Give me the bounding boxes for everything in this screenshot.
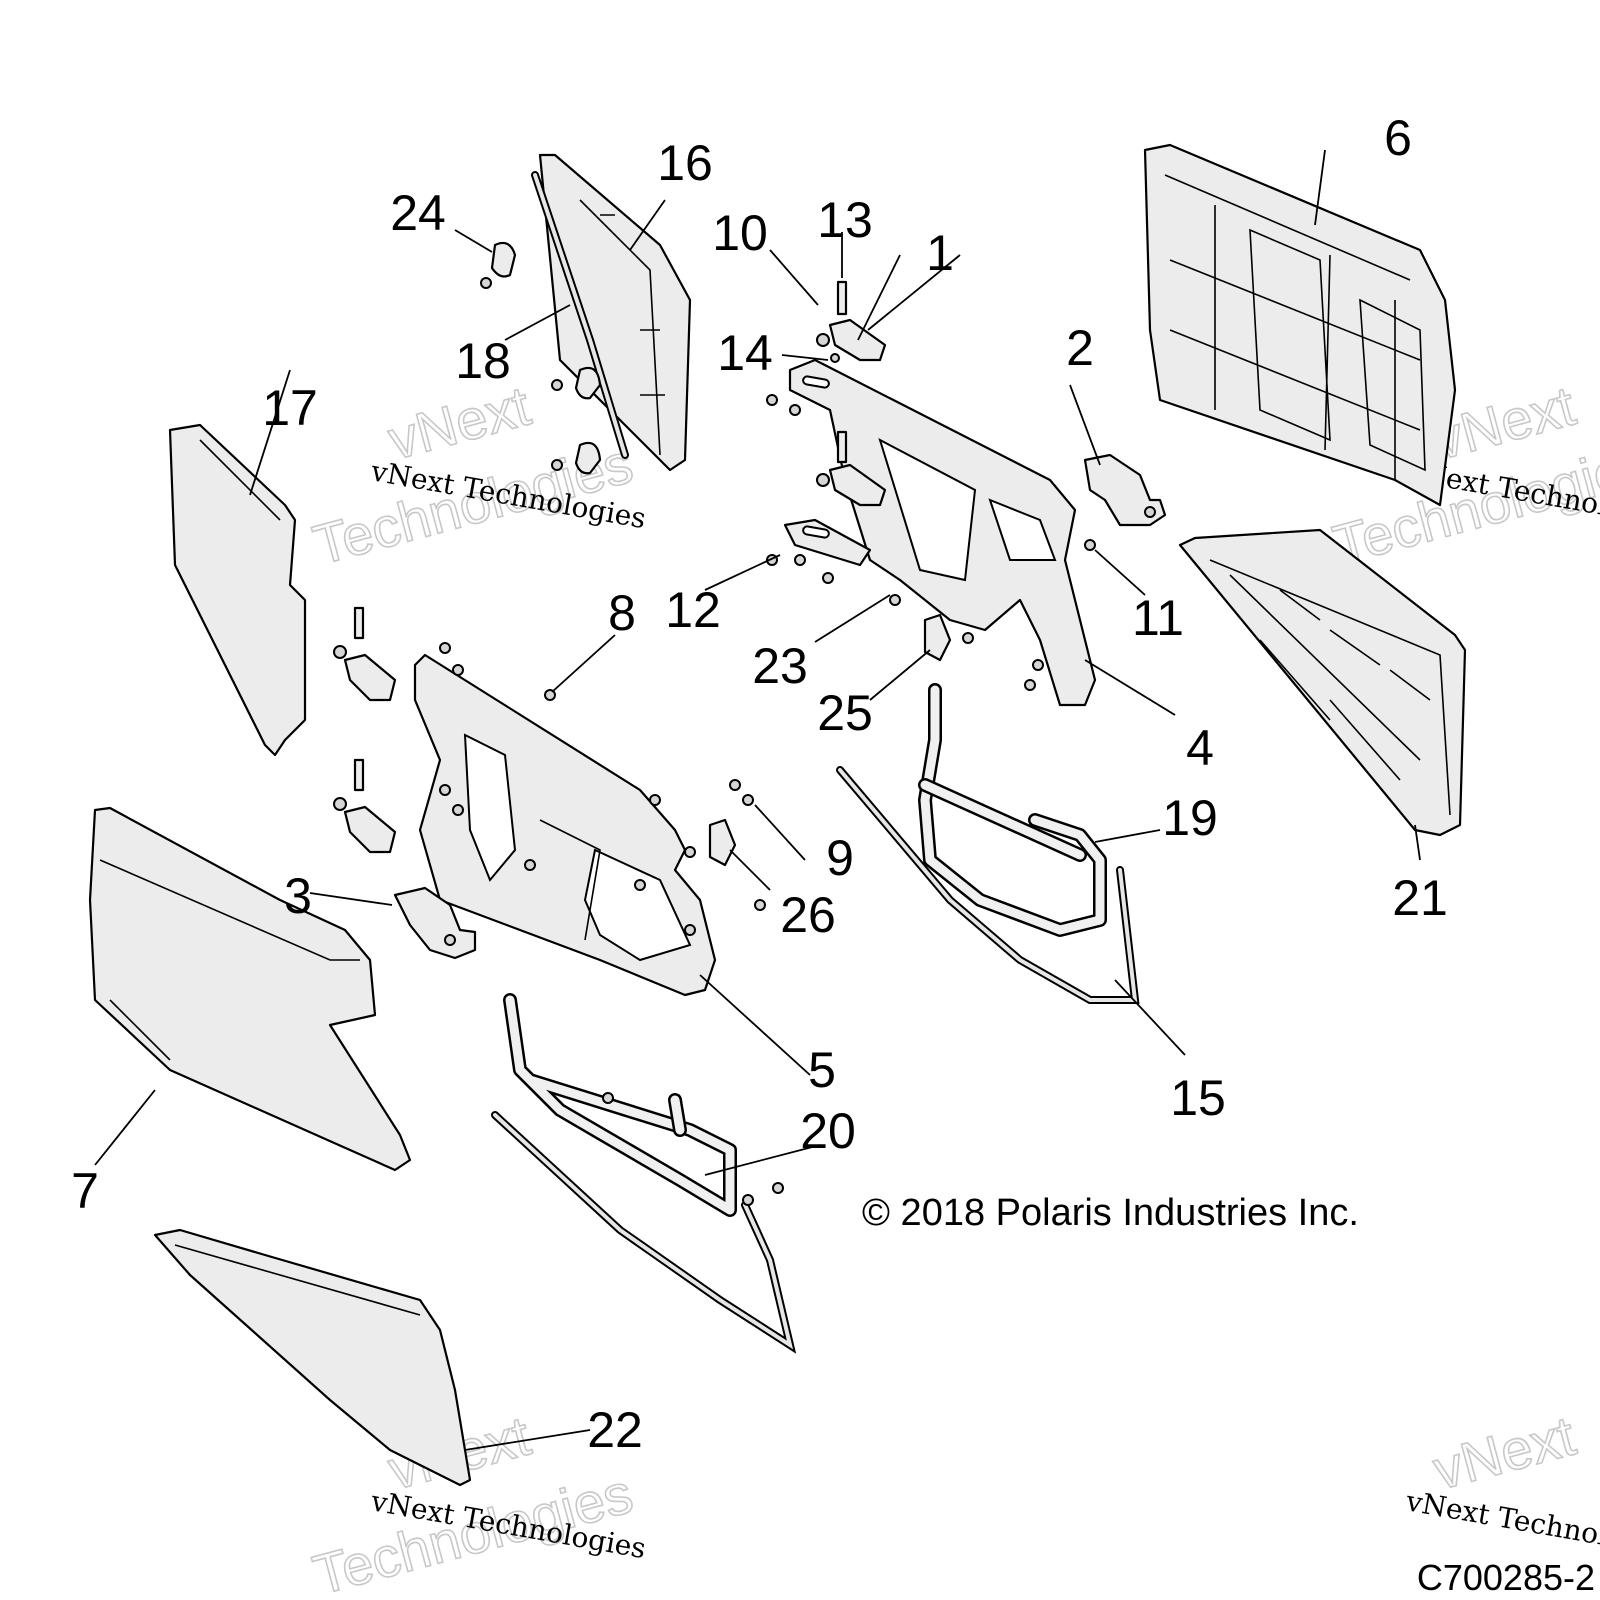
copyright-text: © 2018 Polaris Industries Inc. [862,1192,1359,1234]
part-7-door-panel [88,806,412,1172]
callout-16: 16 [657,135,713,191]
part-4-door-frame [783,358,1097,707]
part-5-door-frame [413,653,717,997]
part-20-seal [491,1111,797,1354]
part-15-seal [836,766,1140,1004]
callout-13: 13 [817,192,873,248]
part-25-plate [923,613,952,662]
callout-22: 22 [587,1402,643,1458]
part-22-door-panel [153,1228,472,1487]
part-3-latch [393,886,477,960]
callout-5: 5 [808,1042,836,1098]
svg-text:vNext Technologies: vNext Technologies [1403,1484,1600,1565]
callout-24: 24 [390,185,446,241]
part-26-plate [708,818,737,867]
part-24-clips [480,241,602,475]
callout-17: 17 [262,380,318,436]
callout-1: 1 [926,225,954,281]
callout-7: 7 [71,1163,99,1219]
callout-19: 19 [1162,790,1218,846]
callout-11: 11 [1132,590,1184,646]
part-19-tube-frame [918,683,1107,937]
callout-21: 21 [1392,870,1448,926]
part-1-hinge-upper [816,280,887,507]
hinge-lower-left [333,606,397,854]
callout-15: 15 [1170,1070,1226,1126]
part-17-side-panel [168,423,307,757]
callout-20: 20 [800,1103,856,1159]
callout-labels: 1 2 3 4 5 6 7 8 9 10 11 12 13 14 15 16 1… [71,110,1448,1458]
part-6-rear-door-panel [1143,143,1457,507]
callout-3: 3 [284,868,312,924]
callout-9: 9 [826,830,854,886]
callout-26: 26 [780,887,836,943]
callout-23: 23 [752,638,808,694]
callout-18: 18 [455,333,511,389]
callout-6: 6 [1384,110,1412,166]
callout-2: 2 [1066,320,1094,376]
part-21-lower-panel [1178,528,1467,837]
callout-25: 25 [817,685,873,741]
part-20-tube-frame [503,993,737,1217]
watermark-top-left: vNext Technologies vNext Technologies [306,373,648,578]
part-2-latch [1083,453,1167,527]
svg-text:vNext: vNext [1427,1404,1582,1502]
callout-10: 10 [712,205,768,261]
callout-14: 14 [717,325,773,381]
callout-4: 4 [1186,720,1214,776]
leader-lines [94,149,1421,1451]
drawing-number: C700285-2 [1417,1557,1595,1598]
callout-8: 8 [608,585,636,641]
callout-12: 12 [665,582,721,638]
part-18-seal [531,171,629,459]
watermark-bottom-right: vNext vNext Technologies [1403,1403,1600,1565]
